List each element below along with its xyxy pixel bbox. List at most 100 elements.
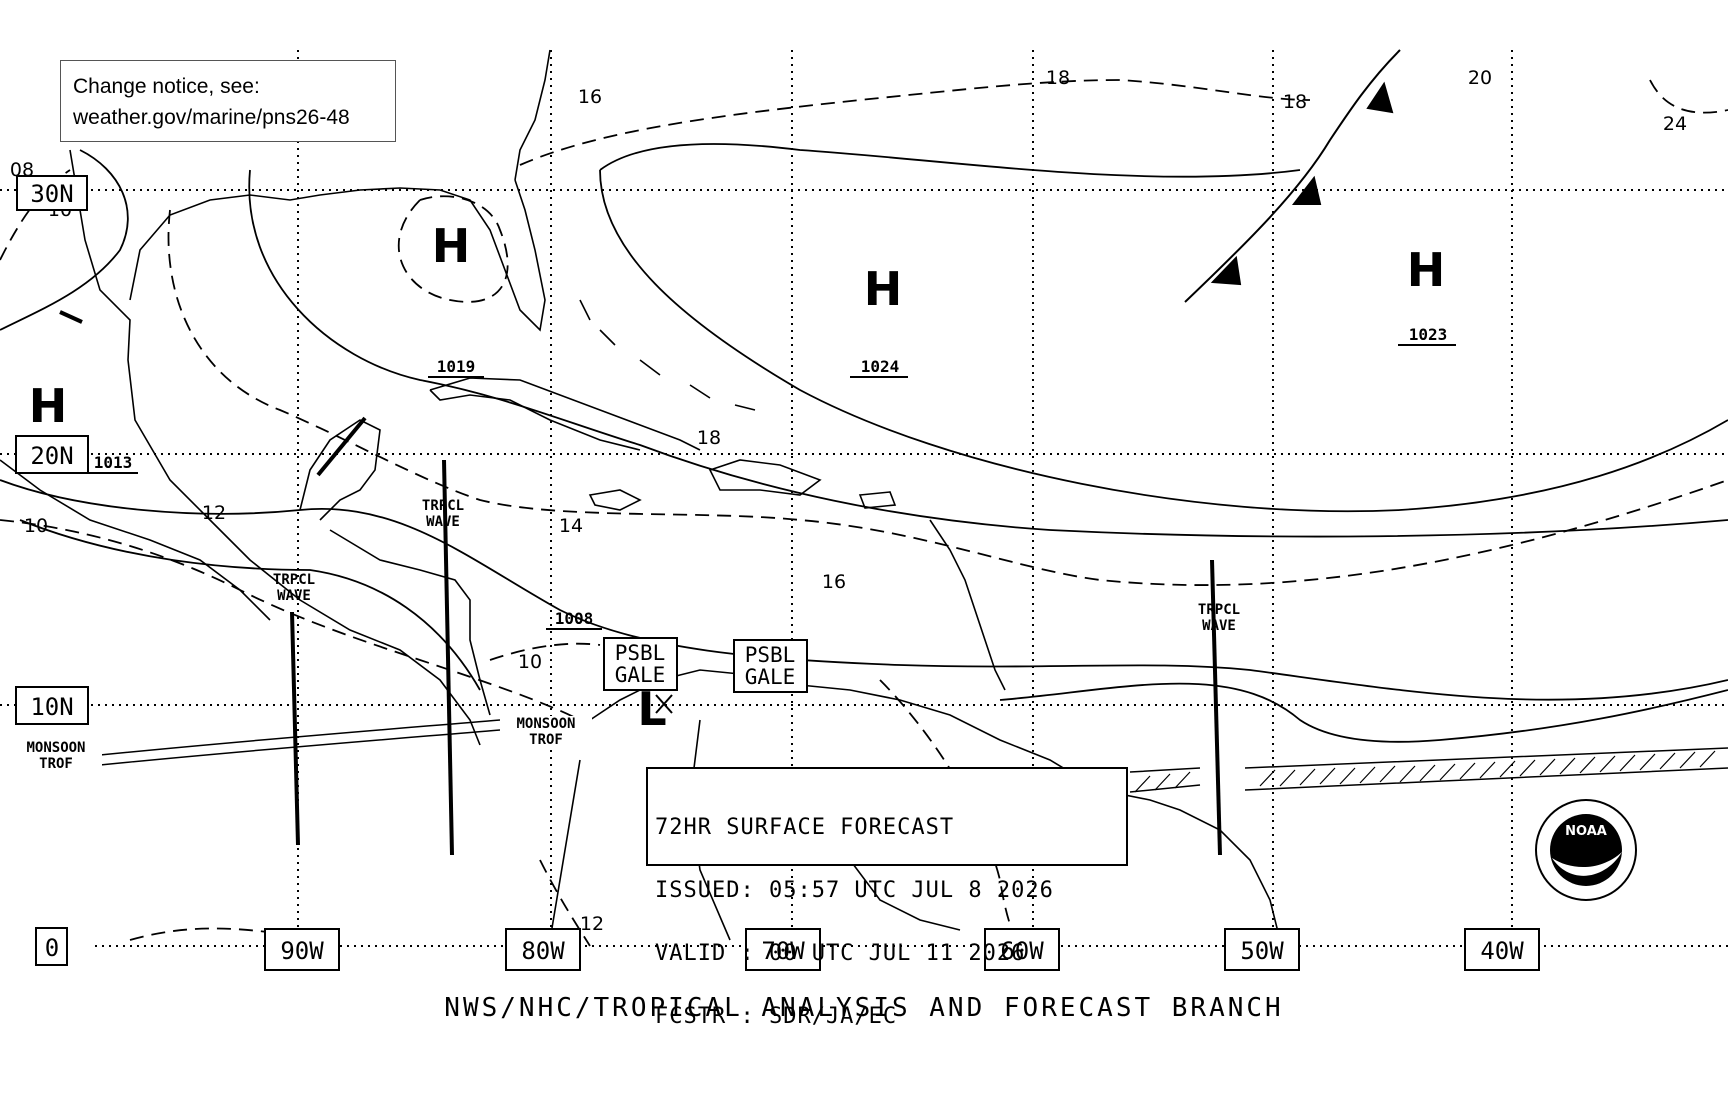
pressure-1023: 1023 <box>1409 325 1448 344</box>
pressure-1024: 1024 <box>861 357 900 376</box>
change-notice-box: Change notice, see: weather.gov/marine/p… <box>60 60 396 142</box>
change-notice-line1: Change notice, see: <box>73 75 260 98</box>
lon-label-90w: 90W <box>280 937 324 965</box>
gale-boxes: PSBL GALE PSBL GALE <box>603 637 808 693</box>
isobar-label: 16 <box>822 571 846 593</box>
pressure-1008: 1008 <box>555 609 594 628</box>
isobar-24 <box>1649 79 1728 114</box>
isobar-label: 18 <box>1283 91 1307 113</box>
isobar-label: 14 <box>559 515 583 537</box>
low-x-marker <box>655 694 673 714</box>
itcz-hatching <box>1134 750 1716 793</box>
isobar-19-west <box>19 519 481 691</box>
trough-line <box>316 416 367 477</box>
isobar-18-north <box>519 79 1311 166</box>
pressure-1019: 1019 <box>437 357 476 376</box>
bahamas <box>579 299 756 411</box>
high-center-atlantic: H <box>864 262 903 316</box>
change-notice-link[interactable]: weather.gov/marine/pns26-48 <box>73 106 350 129</box>
isobars-solid <box>0 143 1728 743</box>
latitude-labels: 30N 20N 10N 0 <box>15 175 89 966</box>
forecast-valid: VALID : 00 UTC JUL 11 2026 <box>655 941 1026 966</box>
high-center-east: H <box>1407 243 1446 297</box>
monsoon-trough <box>99 719 1728 793</box>
lon-label-60w: 60W <box>1000 937 1044 965</box>
pressure-underlines <box>88 344 1456 630</box>
pressure-1013: 1013 <box>94 453 133 472</box>
isobar-west <box>0 149 129 331</box>
gale-label-line1: PSBL <box>745 643 796 667</box>
isobar-18-high <box>397 195 509 303</box>
tropical-wave-label: TRPCL WAVE <box>421 498 465 530</box>
high-center-gulf: H <box>432 219 471 273</box>
gale-label-line2: GALE <box>745 665 796 689</box>
lon-label-40w: 40W <box>1480 937 1524 965</box>
forecast-forecaster: FCSTR : SDR/JA/EC <box>655 1004 898 1029</box>
lat-label-10n: 10N <box>30 693 73 721</box>
isobar-label: 12 <box>202 502 226 524</box>
noaa-logo: NOAA <box>1535 799 1637 901</box>
cuba <box>429 377 701 451</box>
tropical-wave-line <box>1210 559 1222 856</box>
coastlines <box>0 49 1281 941</box>
isobar-south <box>999 682 1728 743</box>
monsoon-trough-label: MONSOON TROF <box>500 716 592 748</box>
yucatan <box>299 419 381 521</box>
isobar-1024 <box>599 143 1728 513</box>
forecast-title: 72HR SURFACE FORECAST <box>655 815 955 840</box>
front-triangle <box>1291 175 1322 205</box>
lon-label-50w: 50W <box>1240 937 1284 965</box>
isobar-14 <box>0 519 581 721</box>
isobar-label: 10 <box>24 515 48 537</box>
lon-label-70w: 70W <box>761 937 805 965</box>
longitude-labels: 90W 80W 70W 60W 50W 40W <box>264 928 1540 971</box>
tropical-waves <box>59 310 1222 856</box>
forecast-issued: ISSUED: 05:57 UTC JUL 8 2026 <box>655 878 1054 903</box>
hispaniola <box>708 459 822 496</box>
isobar-label: 12 <box>580 913 604 935</box>
central-america <box>329 529 491 716</box>
trough-line <box>59 310 83 324</box>
noaa-logo-text: NOAA <box>1565 824 1607 839</box>
cold-front <box>1184 49 1401 303</box>
jamaica <box>588 489 642 511</box>
isobar-labels: 08 10 16 18 18 20 24 18 12 10 14 16 10 1… <box>10 67 1687 935</box>
isobar-12-south <box>539 679 1021 947</box>
isobar-1019 <box>248 169 1728 538</box>
footer-branch-name: NWS/NHC/TROPICAL ANALYSIS AND FORECAST B… <box>444 993 1284 1023</box>
forecast-info-box: 72HR SURFACE FORECAST ISSUED: 05:57 UTC … <box>646 767 1128 1028</box>
lat-label-30n: 30N <box>30 180 73 208</box>
tropical-wave-line <box>442 459 454 856</box>
high-center-west: H <box>29 379 68 433</box>
isobar-label: 20 <box>1468 67 1492 89</box>
gulf-coast <box>69 149 481 746</box>
isobar-label: 16 <box>578 86 602 108</box>
us-east-coast <box>514 49 551 181</box>
isobar-label: 18 <box>697 427 721 449</box>
front-triangle <box>1210 255 1242 286</box>
pressure-values: 1013 1019 1024 1023 1008 <box>94 325 1448 628</box>
tropical-wave-line <box>290 611 300 846</box>
isobar-label: 10 <box>518 651 542 673</box>
gale-label-line2: GALE <box>615 663 666 687</box>
tropical-wave-label: TRPCL WAVE <box>1197 602 1241 634</box>
lesser-antilles <box>929 519 1006 691</box>
isobar-12 <box>167 209 1728 586</box>
monsoon-trough-label: MONSOON TROF <box>10 740 102 772</box>
isobar-label: 18 <box>1046 67 1070 89</box>
south-america-coast <box>589 669 1281 941</box>
lat-label-0: 0 <box>45 934 59 962</box>
us-gulf-coast <box>129 179 546 332</box>
isobar-10 <box>129 642 601 941</box>
isobars-dashed <box>0 79 1728 947</box>
front-triangle <box>1366 81 1394 114</box>
lon-label-80w: 80W <box>521 937 565 965</box>
lat-label-20n: 20N <box>30 442 73 470</box>
gale-label-line1: PSBL <box>615 641 666 665</box>
puerto-rico <box>858 491 897 509</box>
isobar-16 <box>0 479 1728 701</box>
isobar-08 <box>0 169 71 261</box>
isobar-label: 24 <box>1663 113 1687 135</box>
tropical-wave-label: TRPCL WAVE <box>272 572 316 604</box>
